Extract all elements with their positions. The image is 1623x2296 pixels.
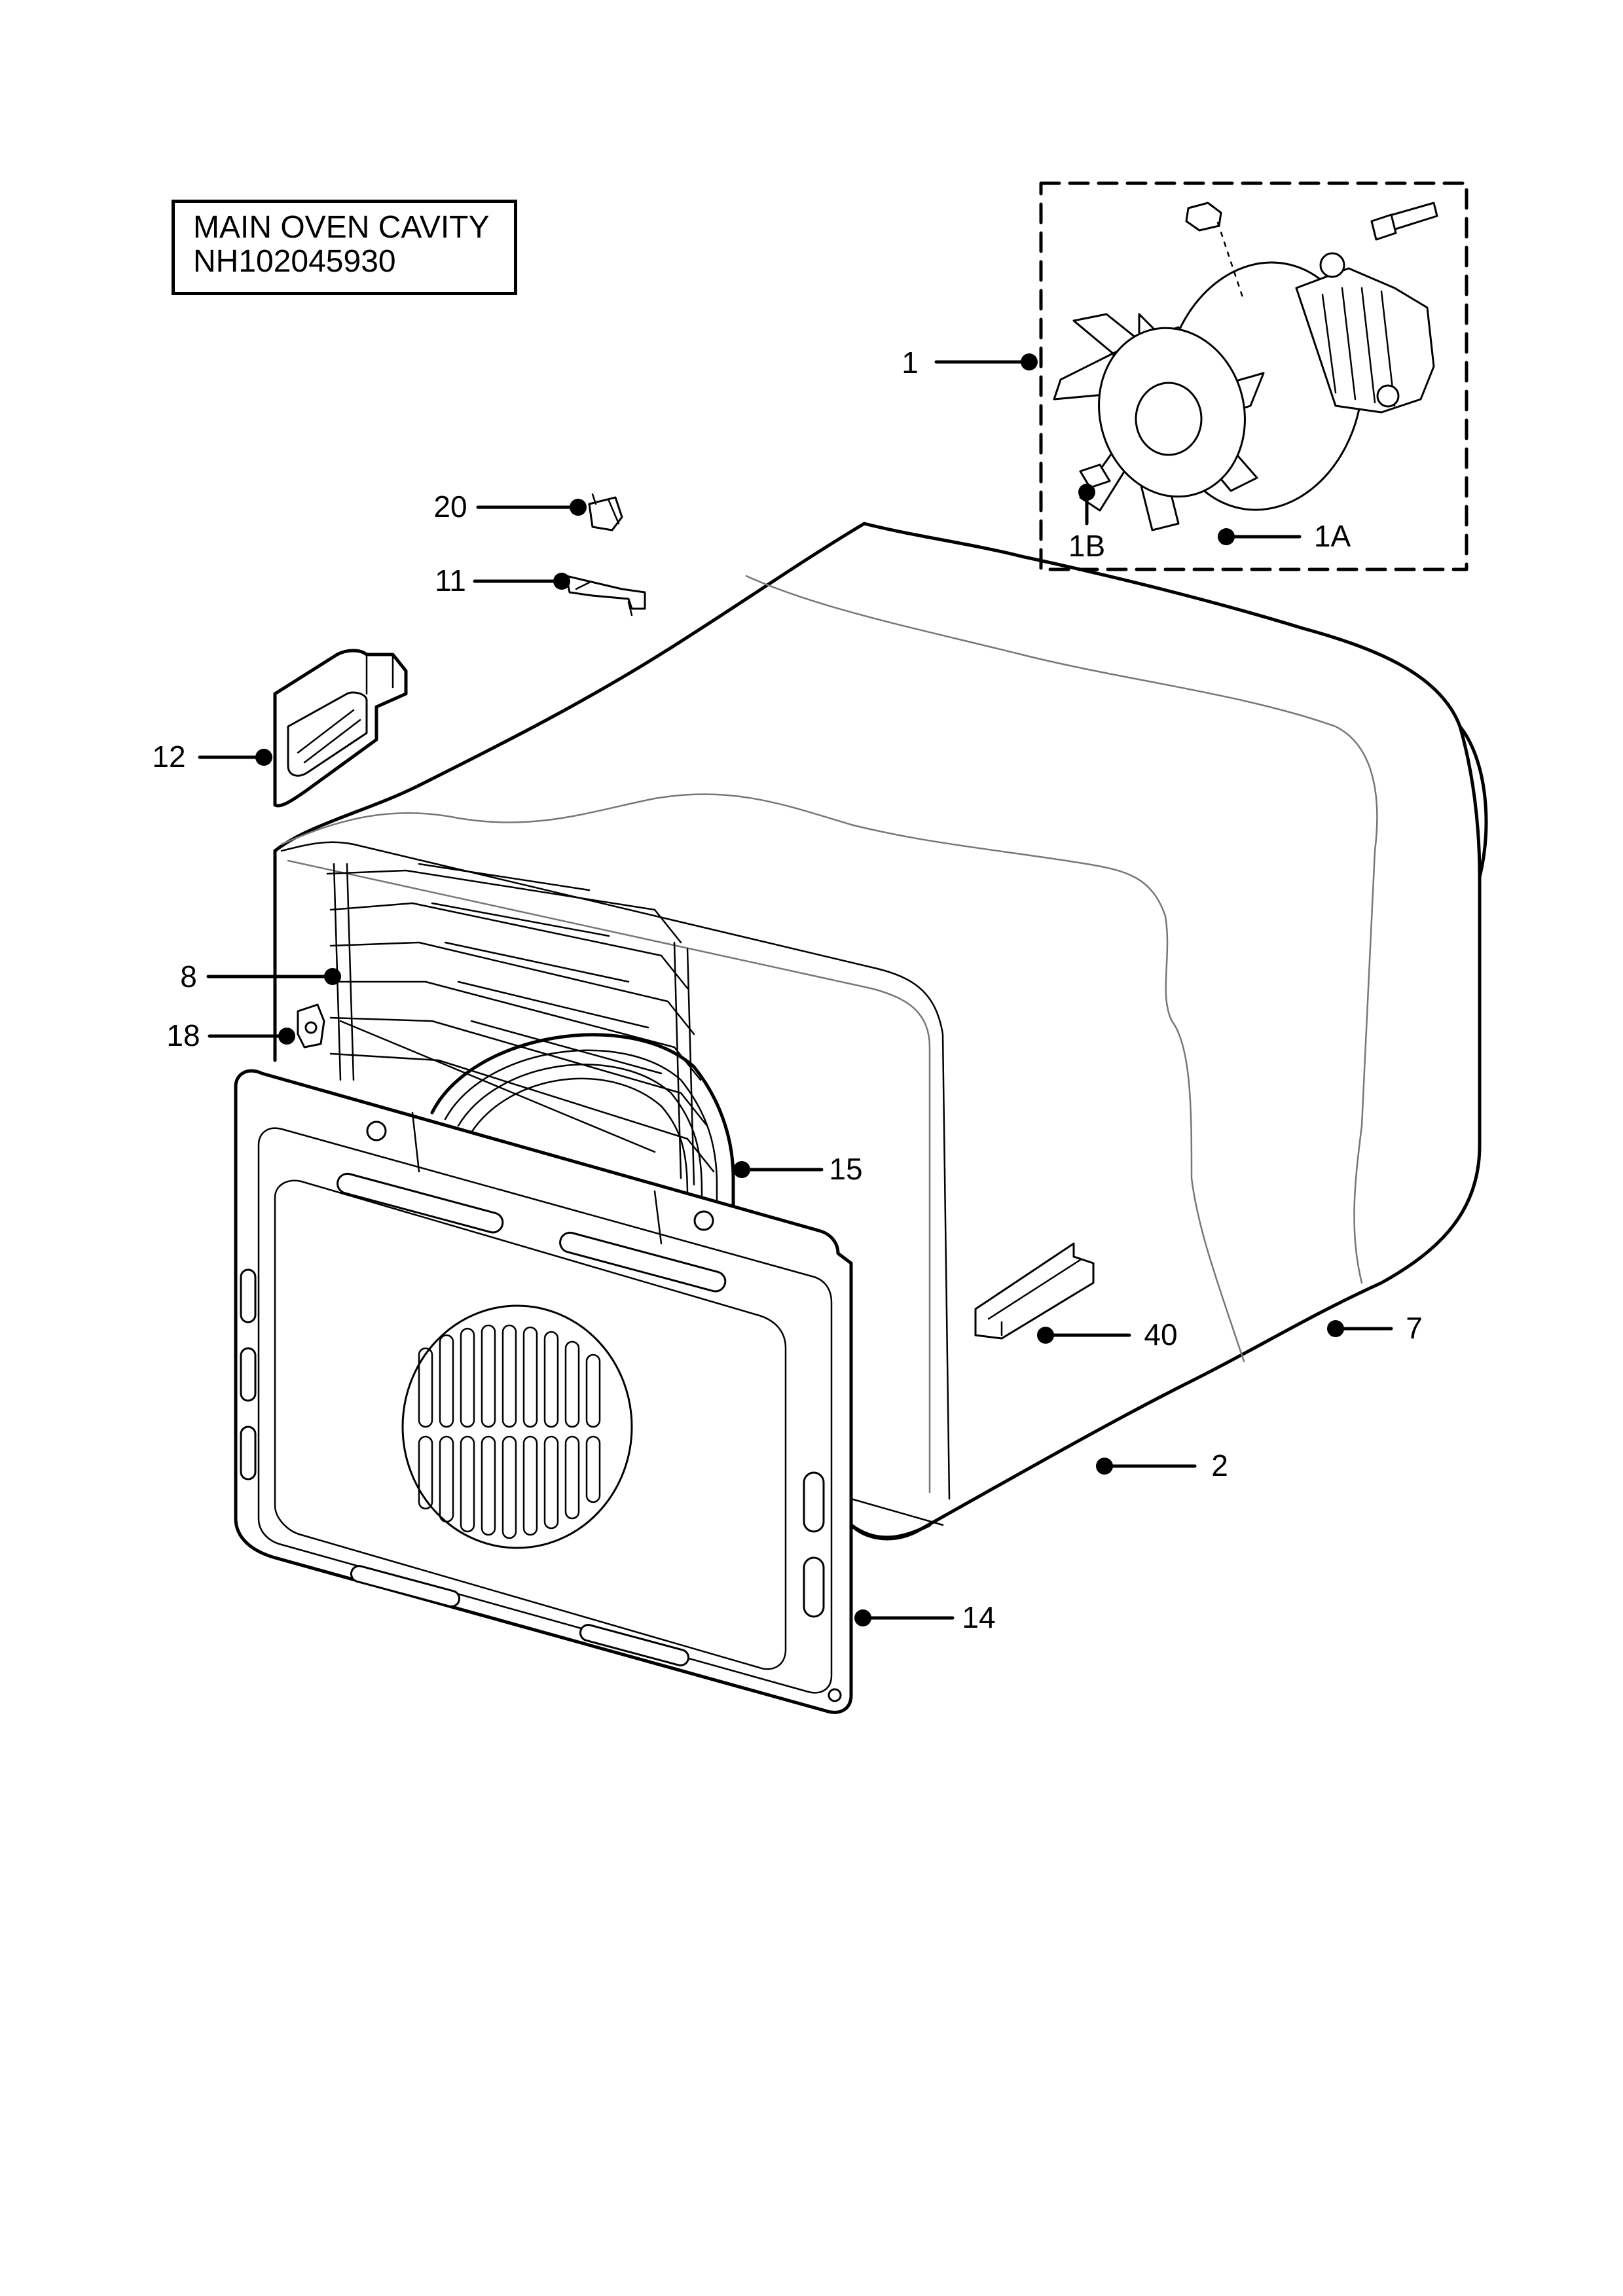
- part-bracket-11: [565, 575, 646, 617]
- fan-bolt: [1079, 463, 1111, 489]
- part-rail-40: [974, 1242, 1095, 1340]
- shelf-runners: [326, 863, 715, 1186]
- back-panel: [234, 1069, 853, 1714]
- callout-label-2: 2: [1211, 1448, 1228, 1482]
- oven-cavity-body: [273, 522, 1488, 1541]
- callout-label-15: 15: [829, 1152, 862, 1186]
- callout-label-12: 12: [152, 740, 185, 774]
- part-clip-18: [297, 1003, 325, 1049]
- part-oven-lamp-12: [273, 649, 408, 808]
- diagram-title: MAIN OVEN CAVITY: [193, 210, 490, 245]
- fan-assembly-dashed-box: [1039, 181, 1468, 571]
- callout-1B: 1B: [1068, 484, 1105, 563]
- diagram-title-box: MAIN OVEN CAVITY NH102045930: [172, 200, 517, 295]
- heating-element: [430, 1033, 735, 1285]
- fan-grille-slots: [418, 1324, 601, 1539]
- callout-label-1B: 1B: [1068, 529, 1105, 563]
- fan-screw: [1370, 202, 1438, 241]
- callout-11: 11: [435, 564, 570, 598]
- callout-label-11: 11: [435, 564, 466, 598]
- fan-motor: [1295, 252, 1435, 414]
- callout-label-8: 8: [180, 960, 197, 994]
- callout-label-14: 14: [962, 1600, 995, 1634]
- callout-20: 20: [433, 490, 587, 524]
- callout-label-18: 18: [166, 1018, 200, 1052]
- callout-label-40: 40: [1144, 1318, 1177, 1352]
- callout-7: 7: [1327, 1311, 1423, 1345]
- callout-label-1A: 1A: [1314, 519, 1351, 553]
- callout-8: 8: [180, 960, 341, 994]
- part-clip-20: [588, 493, 623, 531]
- fan-assembly-group: [1039, 181, 1468, 571]
- callout-18: 18: [166, 1018, 295, 1052]
- callout-1A: 1A: [1218, 519, 1351, 553]
- callout-label-20: 20: [433, 490, 467, 524]
- callout-2: 2: [1096, 1448, 1228, 1482]
- callout-12: 12: [152, 740, 272, 774]
- callout-14: 14: [854, 1600, 996, 1634]
- callout-40: 40: [1037, 1318, 1178, 1352]
- fan-blade: [1053, 313, 1265, 531]
- callout-1: 1: [902, 346, 1038, 380]
- fan-nut: [1185, 202, 1222, 232]
- diagram-part-number: NH102045930: [193, 244, 396, 279]
- callout-label-7: 7: [1406, 1311, 1423, 1345]
- callout-label-1: 1: [902, 346, 919, 380]
- callout-15: 15: [733, 1152, 863, 1186]
